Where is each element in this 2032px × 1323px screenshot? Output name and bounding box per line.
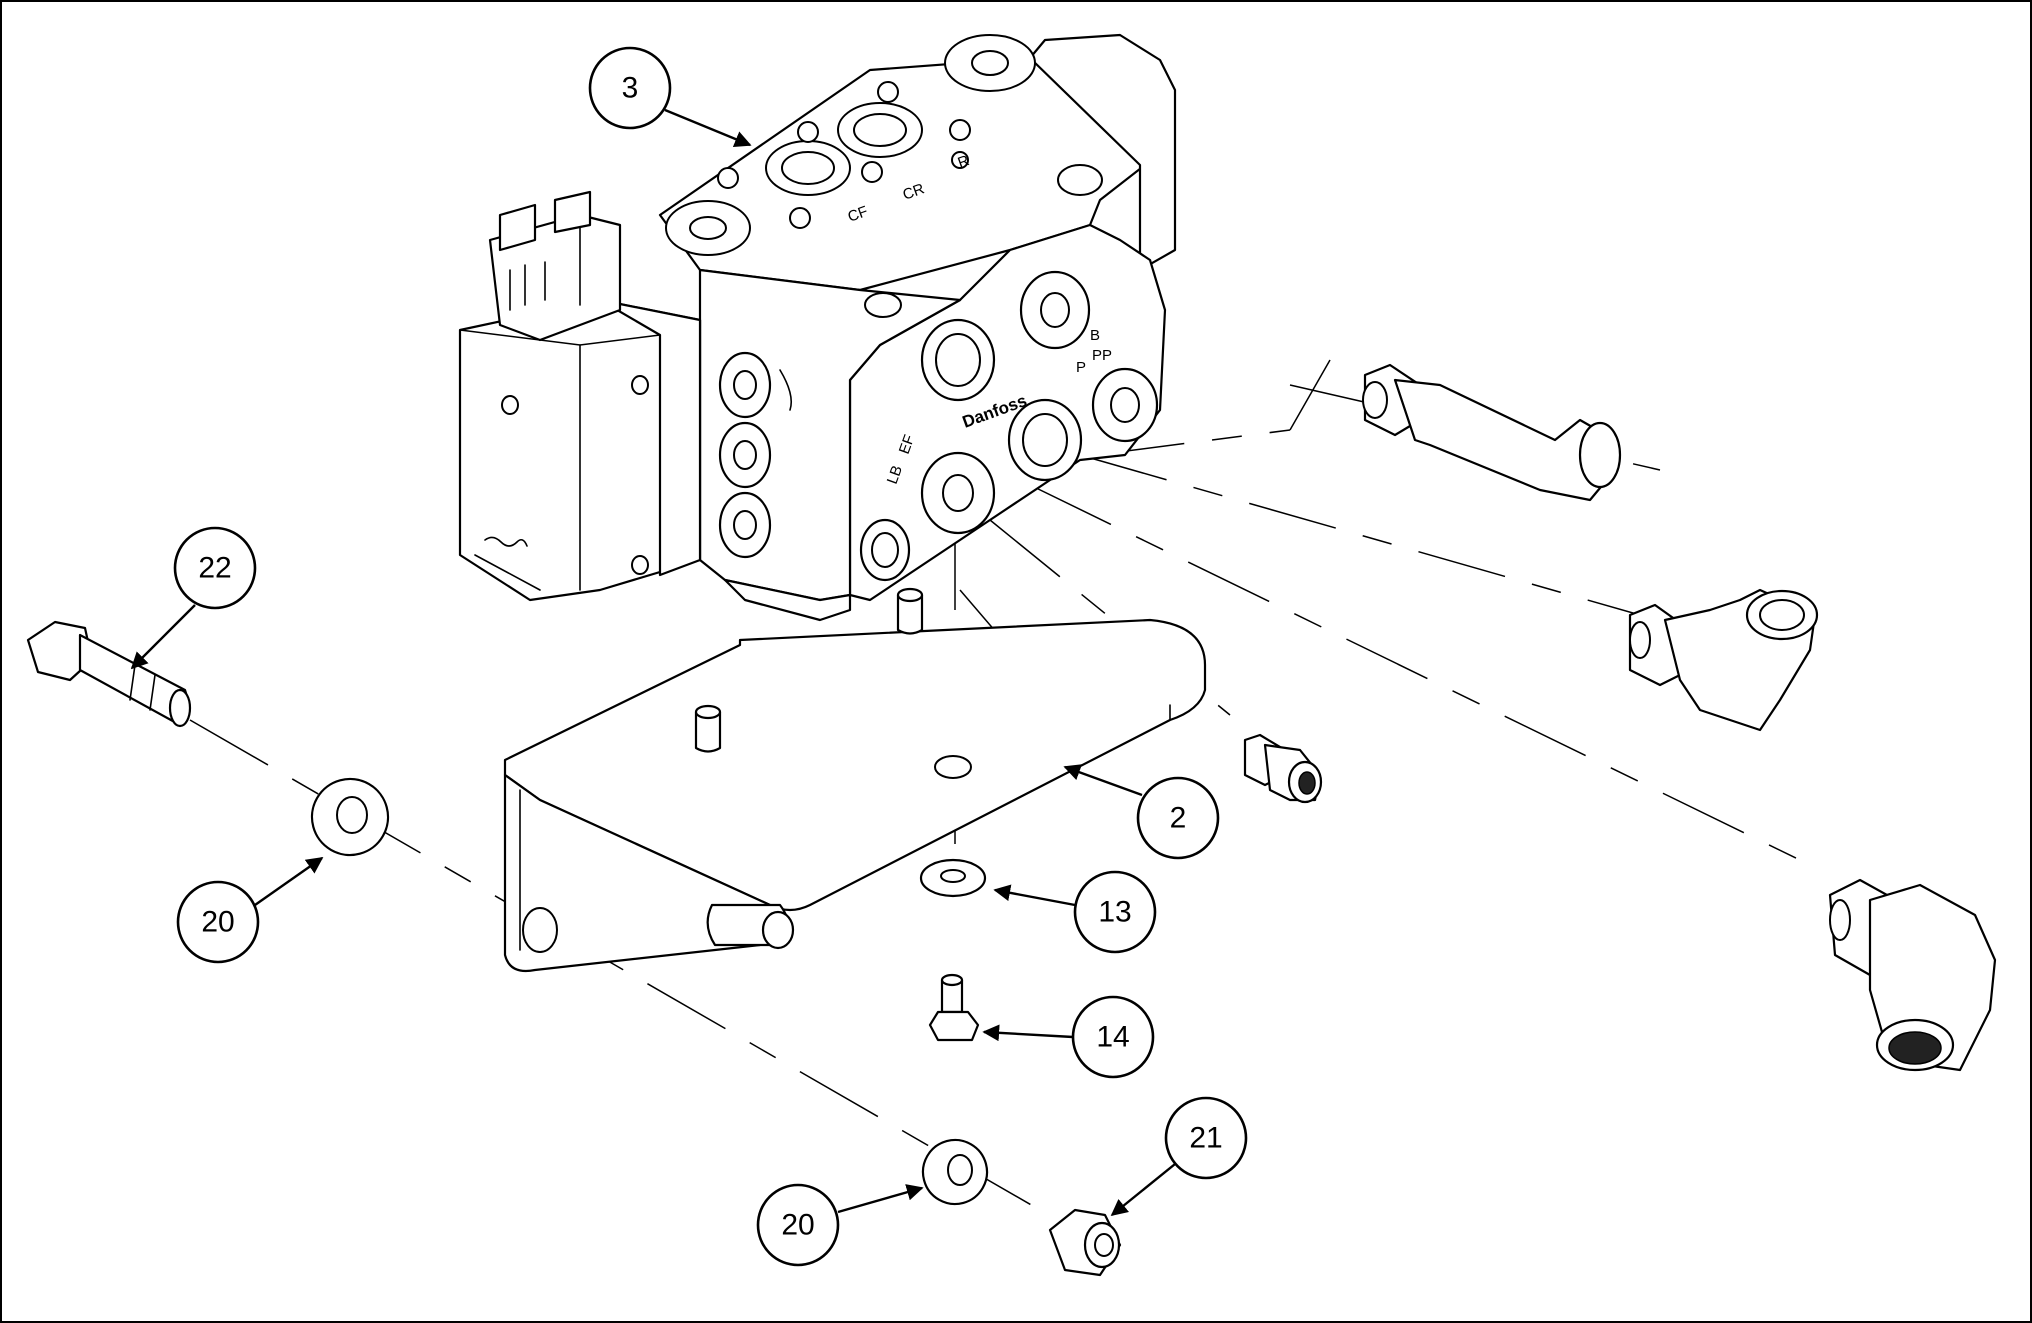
callout-14-label: 14 [1096,1021,1129,1054]
callout-20-upper-label: 20 [201,906,234,939]
bracket-plate-hole [934,755,972,779]
hex-nut-21 [1048,1208,1122,1277]
flat-washer-upper [310,777,390,857]
bracket-flange-hole [522,907,558,953]
marking-cf: CF [846,203,871,226]
callout-20-upper: 20 [176,857,324,964]
marking-b: B [1090,327,1100,344]
marking-pp: PP [1092,347,1112,364]
bracket-stud-right [896,587,924,635]
side-port-3 [718,491,772,559]
callout-21-label: 21 [1189,1122,1222,1155]
marking-p: P [1076,359,1086,376]
elbow-fitting-middle [1628,588,1819,732]
callout-13-label: 13 [1098,896,1131,929]
mounting-bracket [503,587,1207,973]
callout-21: 21 [1110,1096,1248,1217]
bracket-stud-left [694,704,722,753]
side-port-2 [718,421,772,489]
callout-3-label: 3 [622,72,639,105]
hex-bolt [26,620,192,728]
electrical-connector [488,190,622,342]
callout-2: 2 [1063,764,1220,860]
callout-20-lower-label: 20 [781,1209,814,1242]
cap-screw-14 [928,973,980,1042]
front-port-lower [920,451,996,535]
flat-washer-13 [919,858,987,898]
straight-elbow-fitting-top [1362,363,1622,502]
front-port-upper-right [1019,270,1091,350]
front-port-upper-left [920,318,996,402]
callout-22: 22 [130,526,257,670]
callout-14: 14 [982,995,1155,1079]
front-port-mid [1007,398,1083,482]
callout-22-label: 22 [198,552,231,585]
marking-lb: LB [884,463,906,486]
front-port-right [1091,367,1159,443]
small-adapter-fitting [1243,733,1323,804]
callout-13: 13 [993,870,1157,954]
control-valve-body: CF CR R Danfoss B P [658,33,1177,622]
side-port-1 [718,351,772,419]
solenoid-actuator [458,190,702,602]
elbow-fitting-bottom [1828,878,1997,1072]
callout-2-label: 2 [1170,802,1187,835]
marking-ef: EF [896,433,919,457]
bracket-lower-boss [706,903,795,950]
marking-cr: CR [901,180,927,203]
flat-washer-lower [921,1138,989,1206]
callout-20-lower: 20 [756,1183,924,1267]
front-port-bottom-left [859,518,911,582]
callout-3: 3 [588,46,752,148]
